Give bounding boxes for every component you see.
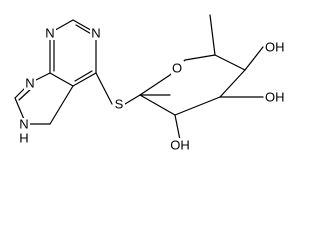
atom-hydroxyl-4: OH: [265, 40, 285, 55]
bond-c6-s: [95, 72, 113, 105]
imidazole-ring: [14, 72, 74, 125]
bond-c6-c5-double: [74, 70, 93, 82]
pyrimidine-ring: [49, 19, 97, 87]
bond-c2-c3: [174, 96, 221, 116]
atom-n7: N: [25, 76, 34, 91]
atom-n1: N: [91, 26, 100, 41]
atom-ring-oxygen: O: [172, 61, 182, 76]
atom-n9: N: [19, 117, 28, 132]
atom-labels: N N N N H S O OH OH OH: [18, 26, 288, 153]
bond-c6-c5: [72, 72, 97, 87]
bond-c5-c4-link: [49, 85, 74, 125]
bond-c4-c5: [214, 54, 246, 71]
atom-sulfur: S: [115, 97, 124, 112]
atom-n9-hydrogen: H: [19, 131, 28, 146]
bond-ring-c1: [139, 74, 171, 96]
molecule-diagram: N N N N H S O OH OH OH: [14, 14, 288, 153]
bond-c5-methyl: [209, 14, 216, 56]
atom-hydroxyl-3: OH: [265, 90, 285, 105]
bond-c2-oh: [174, 114, 181, 141]
structure-figure: N N N N H S O OH OH OH: [14, 14, 288, 153]
atom-n3: N: [45, 26, 54, 41]
bond-c4-oh: [244, 46, 264, 71]
bond-c3-c4: [219, 69, 246, 98]
bond-c5-o5: [184, 54, 216, 61]
bond-s-c1prime: [124, 94, 141, 105]
bond-c1-c2: [139, 94, 176, 116]
bond-c5-c4: [49, 72, 74, 87]
sugar-ring: [139, 54, 246, 116]
atom-hydroxyl-2: OH: [170, 138, 190, 153]
